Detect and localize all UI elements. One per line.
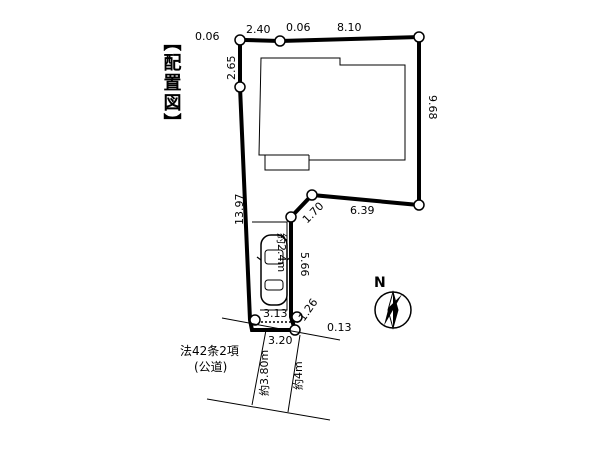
dim-left-upper: 2.65 [225, 56, 238, 81]
road-edge-top [221, 317, 341, 341]
survey-point [306, 189, 318, 201]
survey-point [274, 35, 286, 47]
car-icon [256, 234, 292, 306]
survey-points [234, 31, 425, 336]
dim-top-seg1: 2.40 [246, 23, 271, 36]
building-outline [258, 57, 406, 171]
dim-right: 9.68 [426, 95, 439, 120]
survey-point [234, 34, 246, 46]
road-type-label: 法42条2項 [180, 344, 239, 358]
page-title-box: 【配置図】 [158, 30, 184, 133]
survey-point [234, 81, 246, 93]
dim-frontage: 3.20 [268, 334, 293, 347]
road-public-label: (公道) [194, 360, 227, 374]
compass-icon [374, 290, 412, 330]
dim-left-long: 13.97 [233, 194, 246, 226]
dim-inner-bottom: 6.39 [350, 204, 375, 217]
compass-north-label: N [374, 275, 386, 291]
survey-point [413, 199, 425, 211]
dim-driveway-width: 約2.4m [275, 233, 289, 272]
survey-point [249, 314, 261, 326]
dim-top-seg3: 8.10 [337, 21, 362, 34]
road-width-label-b: 約4m [291, 361, 305, 390]
survey-point [413, 31, 425, 43]
survey-point [291, 311, 303, 323]
dim-front-width: 3.13 [263, 307, 288, 320]
road-width-label-a: 約3.80m [257, 350, 271, 396]
dim-top-seg2: 0.06 [286, 21, 311, 34]
road-width-line-b [287, 334, 301, 413]
dim-corner-diag: 1.26 [296, 296, 321, 324]
dim-top-left: 0.06 [195, 30, 220, 43]
dim-corner-small: 0.13 [327, 321, 352, 334]
survey-point [285, 211, 297, 223]
road-width-line-a [251, 329, 267, 406]
road-edge-bottom [206, 398, 331, 421]
page-title: 【配置図】 [161, 33, 182, 133]
dim-driveway-right: 5.66 [298, 252, 311, 277]
